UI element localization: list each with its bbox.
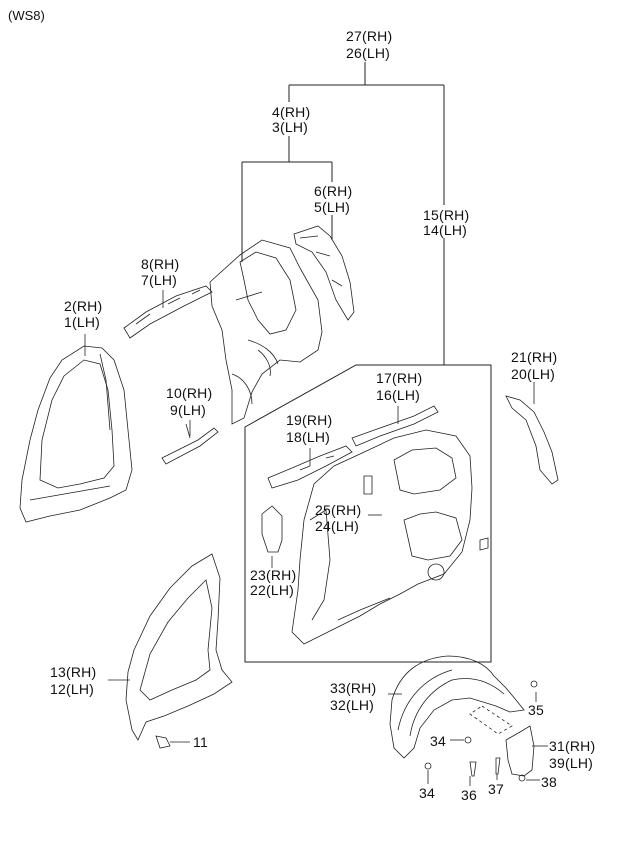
label-2: 2(RH) [64, 298, 103, 314]
part-bolt-11 [155, 735, 171, 749]
label-34b: 34 [419, 785, 435, 801]
label-5: 5(LH) [314, 199, 351, 215]
label-36: 36 [461, 787, 477, 803]
label-39: 39(LH) [549, 755, 593, 771]
part-fastener-35 [530, 680, 538, 688]
part-roof-rail-16 [351, 405, 439, 447]
part-front-pillar-outer [125, 553, 233, 741]
label-27: 27(RH) [346, 28, 393, 44]
label-18: 18(LH) [286, 429, 330, 445]
label-25: 25(RH) [315, 502, 362, 518]
label-4: 4(RH) [272, 104, 311, 120]
label-10: 10(RH) [166, 385, 213, 401]
label-12: 12(LH) [50, 681, 94, 697]
label-23: 23(RH) [250, 567, 297, 583]
part-quarter-outer-panel [291, 429, 473, 645]
label-15: 15(RH) [423, 207, 470, 223]
label-32: 32(LH) [330, 697, 374, 713]
part-mud-flap [505, 725, 535, 777]
label-1: 1(LH) [64, 314, 101, 330]
label-35: 35 [528, 702, 544, 718]
label-37: 37 [488, 781, 504, 797]
part-fastener-34a [464, 736, 472, 744]
label-21: 21(RH) [511, 349, 558, 365]
label-26: 26(LH) [346, 45, 390, 61]
part-fastener-38 [518, 774, 526, 782]
label-34a: 34 [430, 733, 446, 749]
label-31: 31(RH) [549, 738, 596, 754]
label-22: 22(LH) [250, 582, 294, 598]
diagram-code: (WS8) [8, 8, 45, 23]
label-7: 7(LH) [141, 272, 178, 288]
group-box-14 [244, 364, 492, 663]
label-19: 19(RH) [286, 412, 333, 428]
part-fastener-34b [424, 762, 432, 770]
part-bracket-22 [261, 505, 283, 553]
part-small-clip [479, 537, 489, 551]
label-6: 6(RH) [314, 183, 353, 199]
label-9: 9(LH) [170, 402, 207, 418]
label-11: 11 [193, 734, 208, 750]
label-3: 3(LH) [272, 119, 309, 135]
part-bracket-20 [505, 395, 559, 485]
label-14: 14(LH) [423, 222, 467, 238]
part-rail-18 [267, 445, 353, 489]
part-quarter-inner-panel [209, 239, 323, 425]
label-16: 16(LH) [376, 387, 420, 403]
part-reinforcement-5 [293, 225, 355, 321]
label-20: 20(LH) [511, 366, 555, 382]
part-rail-7 [123, 285, 213, 339]
part-wheel-guard [389, 655, 525, 759]
label-17: 17(RH) [376, 370, 423, 386]
part-front-pillar-inner [19, 345, 133, 523]
label-24: 24(LH) [315, 518, 359, 534]
part-bracket-24 [363, 475, 373, 495]
part-screw-36 [469, 761, 477, 777]
part-screw-37 [495, 757, 501, 775]
label-13: 13(RH) [50, 664, 97, 680]
label-8: 8(RH) [141, 256, 180, 272]
part-sill-9 [161, 427, 219, 465]
label-33: 33(RH) [330, 680, 377, 696]
label-38: 38 [541, 774, 557, 790]
